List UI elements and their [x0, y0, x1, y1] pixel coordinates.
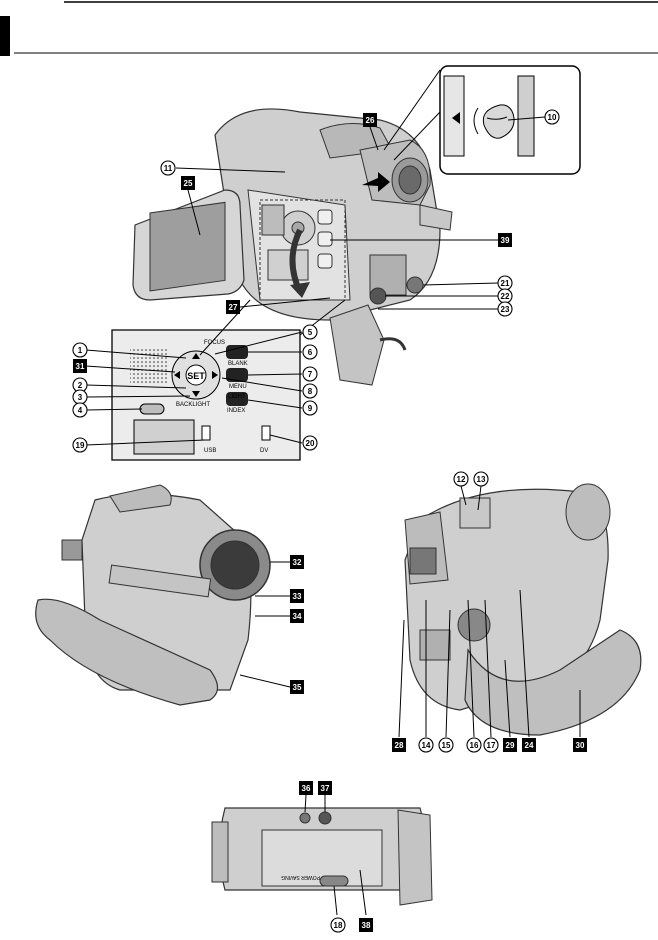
- svg-text:9: 9: [308, 404, 313, 413]
- callout-circled-20: 20: [302, 435, 318, 451]
- svg-text:4: 4: [78, 406, 83, 415]
- callout-circled-13: 13: [473, 471, 489, 487]
- callout-circled-22: 22: [497, 288, 513, 304]
- callout-boxed-31: 31: [73, 359, 87, 373]
- svg-text:2: 2: [78, 381, 83, 390]
- camcorder-bottom-view: POWER SAVING: [211, 807, 433, 906]
- callout-boxed-34: 34: [290, 609, 304, 623]
- svg-text:20: 20: [306, 439, 315, 448]
- svg-text:27: 27: [229, 303, 238, 312]
- svg-text:24: 24: [525, 741, 534, 750]
- callout-boxed-25: 25: [181, 176, 195, 190]
- callout-circled-12: 12: [453, 471, 469, 487]
- svg-text:22: 22: [501, 292, 510, 301]
- callout-boxed-24: 24: [522, 738, 536, 752]
- callout-circled-17: 17: [483, 737, 499, 753]
- dv-label: DV: [260, 448, 268, 454]
- svg-text:37: 37: [321, 784, 330, 793]
- svg-text:3: 3: [78, 393, 83, 402]
- callout-circled-23: 23: [497, 301, 513, 317]
- camcorder-front-view: [35, 484, 271, 706]
- speaker-grille: [130, 348, 168, 384]
- callout-circled-19: 19: [72, 437, 88, 453]
- callout-circled-9: 9: [302, 400, 318, 416]
- callout-circled-11: 11: [160, 160, 176, 176]
- svg-text:38: 38: [362, 921, 371, 930]
- svg-text:SET: SET: [187, 371, 205, 381]
- svg-text:36: 36: [302, 784, 311, 793]
- index-label: INDEX: [227, 408, 245, 414]
- focus-label: FOCUS: [204, 340, 225, 346]
- svg-text:8: 8: [308, 387, 313, 396]
- page-header: [0, 1, 658, 56]
- callout-circled-15: 15: [438, 737, 454, 753]
- callout-circled-16: 16: [466, 737, 482, 753]
- svg-text:15: 15: [442, 741, 451, 750]
- leader-lines: [85, 116, 581, 916]
- svg-text:30: 30: [576, 741, 585, 750]
- callout-circled-1: 1: [72, 342, 88, 358]
- svg-text:33: 33: [293, 592, 302, 601]
- callout-boxed-30: 30: [573, 738, 587, 752]
- svg-text:21: 21: [501, 279, 510, 288]
- callout-circled-18: 18: [330, 917, 346, 933]
- svg-text:5: 5: [308, 328, 313, 337]
- svg-text:32: 32: [293, 558, 302, 567]
- svg-text:25: 25: [184, 179, 193, 188]
- svg-text:16: 16: [470, 741, 479, 750]
- svg-text:31: 31: [76, 362, 85, 371]
- callout-circled-7: 7: [302, 366, 318, 382]
- svg-text:19: 19: [76, 441, 85, 450]
- control-panel-closeup: SET: [111, 299, 346, 461]
- usb-label: USB: [204, 448, 216, 454]
- callout-boxed-26: 26: [363, 113, 377, 127]
- svg-text:10: 10: [548, 113, 557, 122]
- menu-label: MENU: [229, 384, 247, 390]
- callout-circled-10: 10: [544, 109, 560, 125]
- callout-circled-14: 14: [418, 737, 434, 753]
- callout-boxed-32: 32: [290, 555, 304, 569]
- svg-text:13: 13: [477, 475, 486, 484]
- svg-text:6: 6: [308, 348, 313, 357]
- svg-text:28: 28: [395, 741, 404, 750]
- callout-circled-5: 5: [302, 324, 318, 340]
- callout-circled-4: 4: [72, 402, 88, 418]
- backlight-label: BACKLIGHT: [176, 402, 210, 408]
- camcorder-rear-view: [404, 483, 642, 736]
- svg-text:14: 14: [422, 741, 431, 750]
- camcorder-open-lcd-view: [132, 108, 453, 386]
- callout-boxed-38: 38: [359, 918, 373, 932]
- callout-boxed-27: 27: [226, 300, 240, 314]
- callout-circled-8: 8: [302, 383, 318, 399]
- blank-label: BLANK: [228, 361, 248, 367]
- light-label: LIGHT: [228, 394, 246, 400]
- callout-circled-2: 2: [72, 377, 88, 393]
- callout-boxed-35: 35: [290, 680, 304, 694]
- svg-text:35: 35: [293, 683, 302, 692]
- svg-text:11: 11: [164, 164, 173, 173]
- svg-text:17: 17: [487, 741, 496, 750]
- callout-circled-6: 6: [302, 344, 318, 360]
- callout-boxed-28: 28: [392, 738, 406, 752]
- callout-circled-3: 3: [72, 389, 88, 405]
- svg-text:1: 1: [78, 346, 83, 355]
- callout-boxed-39: 39: [498, 233, 512, 247]
- power-saving-label: POWER SAVING: [281, 874, 320, 880]
- svg-text:26: 26: [366, 116, 375, 125]
- control-panel-labels: FOCUS BLANK MENU LIGHT INDEX BACKLIGHT U…: [176, 340, 268, 454]
- callout-boxed-36: 36: [299, 781, 313, 795]
- svg-text:39: 39: [501, 236, 510, 245]
- callout-boxed-33: 33: [290, 589, 304, 603]
- svg-text:29: 29: [506, 741, 515, 750]
- svg-text:34: 34: [293, 612, 302, 621]
- callout-boxed-29: 29: [503, 738, 517, 752]
- svg-text:12: 12: [457, 475, 466, 484]
- callout-boxed-37: 37: [318, 781, 332, 795]
- svg-text:7: 7: [308, 370, 313, 379]
- callout-circled-21: 21: [497, 275, 513, 291]
- svg-text:23: 23: [501, 305, 510, 314]
- svg-text:18: 18: [334, 921, 343, 930]
